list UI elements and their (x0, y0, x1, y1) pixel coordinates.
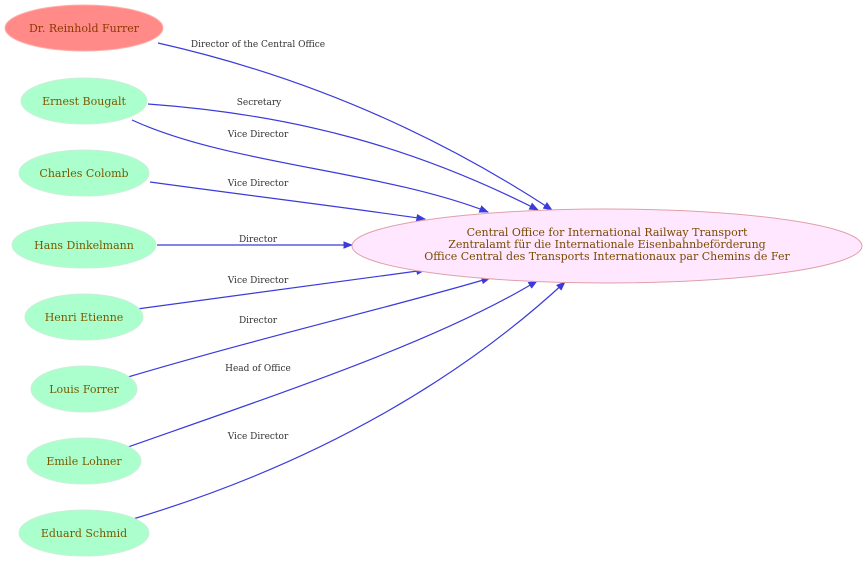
edge-etienne-5 (136, 267, 426, 310)
person-node-schmid[interactable]: Eduard Schmid (18, 509, 150, 557)
person-node-etienne[interactable]: Henri Etienne (24, 293, 144, 341)
central-office-name-line-3: Office Central des Transports Internatio… (424, 250, 790, 263)
person-ellipse (18, 509, 150, 557)
person-name: Hans Dinkelmann (34, 239, 134, 252)
person-ellipse (24, 293, 144, 341)
person-name: Charles Colomb (39, 167, 128, 180)
person-node-colomb[interactable]: Charles Colomb (18, 149, 150, 197)
central-office-ellipse (351, 208, 863, 284)
person-node-lohner[interactable]: Emile Lohner (26, 437, 142, 485)
person-node-bougalt-sec[interactable]: Ernest Bougalt (20, 77, 148, 125)
edge-role-label: Vice Director (227, 276, 289, 286)
edge-role-label: Vice Director (227, 179, 289, 189)
central-office-node[interactable]: Central Office for International Railway… (351, 208, 863, 284)
edge-bougalt-sec-1 (147, 103, 539, 211)
person-name: Eduard Schmid (41, 527, 127, 540)
edge-role-label: Secretary (237, 98, 282, 108)
person-ellipse (20, 77, 148, 125)
person-ellipse (26, 437, 142, 485)
person-ellipse (30, 365, 138, 413)
person-name: Dr. Reinhold Furrer (29, 22, 140, 35)
edge-role-label: Vice Director (227, 130, 289, 140)
edge-role-label: Director (239, 235, 278, 245)
person-ellipse (4, 4, 164, 52)
edge-role-label: Director (239, 316, 278, 326)
person-ellipse (18, 149, 150, 197)
person-node-furrer[interactable]: Dr. Reinhold Furrer (4, 4, 164, 52)
central-office-name-line-2: Zentralamt für die Internationale Eisenb… (448, 238, 765, 251)
person-name: Emile Lohner (46, 455, 122, 468)
edge-role-label: Head of Office (225, 364, 291, 374)
edge-bougalt-sec-2 (131, 119, 489, 213)
edges-layer: Director of the Central OfficeSecretaryV… (127, 40, 566, 520)
edge-schmid-8 (132, 281, 566, 520)
central-office-name-line-1: Central Office for International Railway… (467, 226, 748, 239)
edge-furrer-0 (157, 42, 553, 211)
edge-lohner-7 (127, 280, 538, 448)
person-name: Louis Forrer (49, 383, 119, 396)
edge-forrer-6 (127, 276, 491, 378)
person-node-forrer[interactable]: Louis Forrer (30, 365, 138, 413)
person-node-dinkelmann[interactable]: Hans Dinkelmann (11, 221, 157, 269)
edge-role-label: Vice Director (227, 432, 289, 442)
edge-colomb-3 (149, 181, 426, 222)
person-name: Henri Etienne (45, 311, 124, 324)
person-name: Ernest Bougalt (42, 95, 126, 108)
person-ellipse (11, 221, 157, 269)
edge-role-label: Director of the Central Office (191, 40, 325, 50)
